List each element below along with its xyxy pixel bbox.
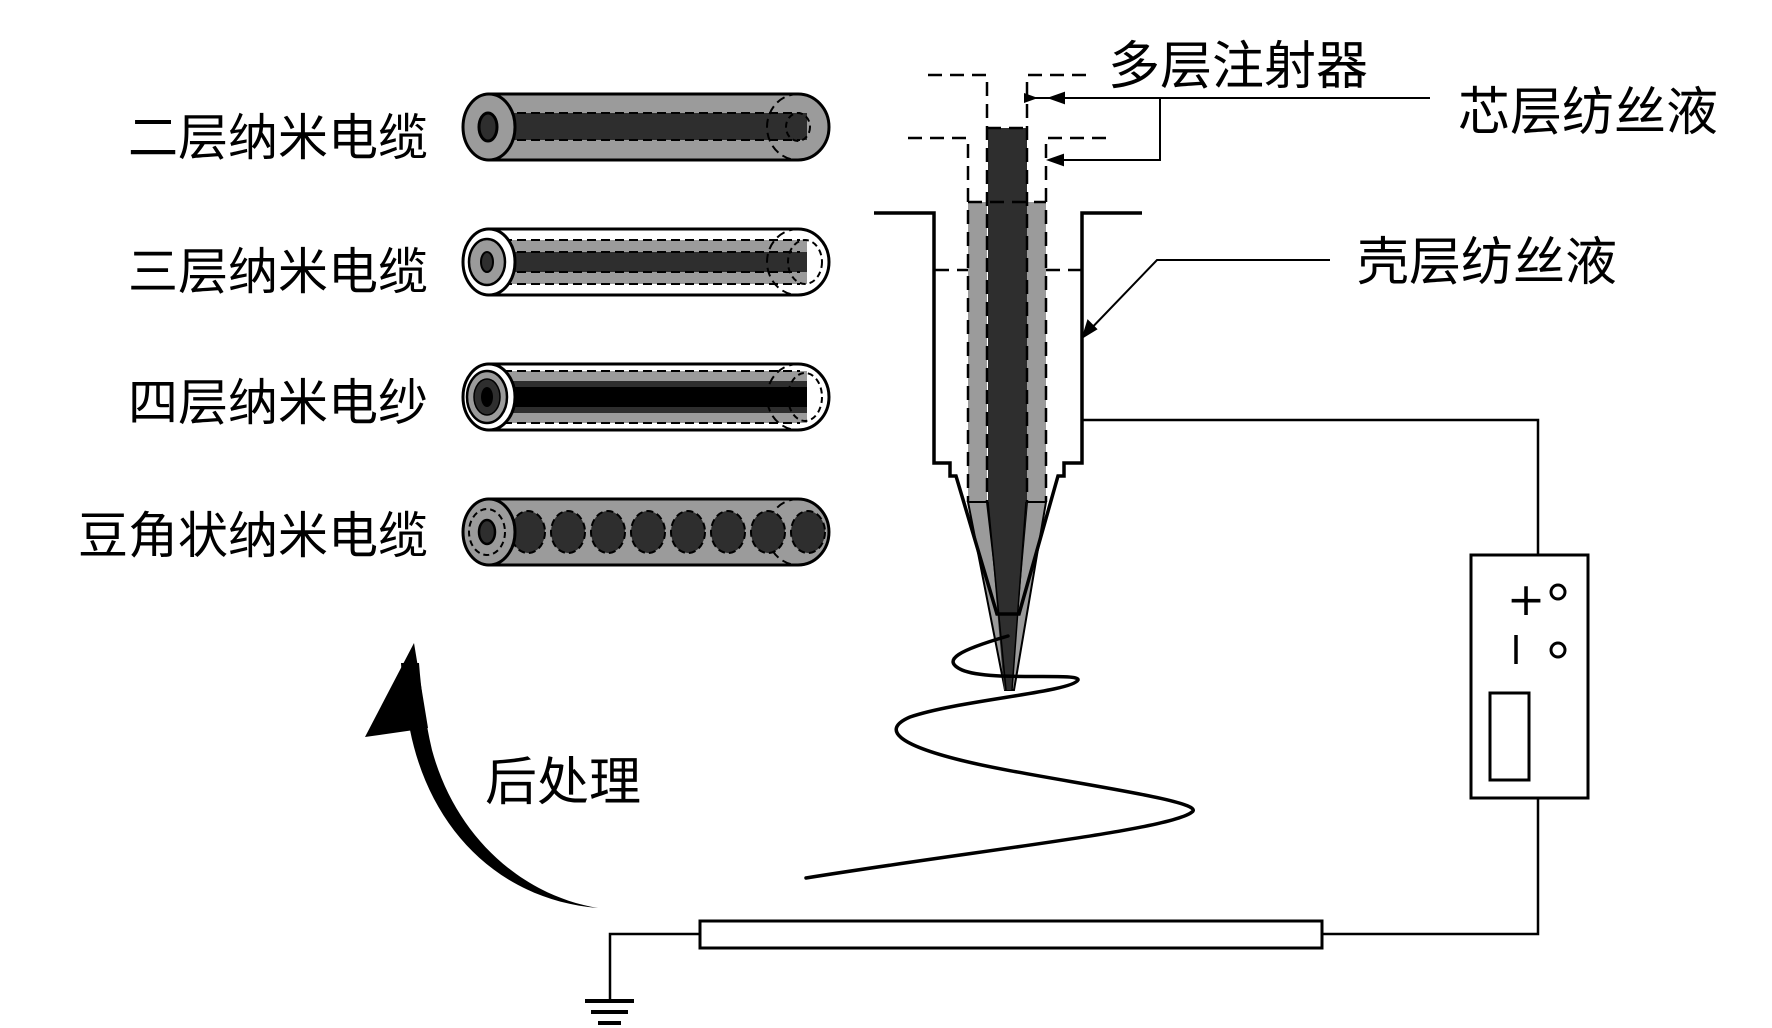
bead — [550, 510, 586, 554]
power-supply: + — [1469, 553, 1590, 800]
cable-bean-pod — [461, 497, 831, 567]
power-display — [1488, 691, 1531, 782]
positive-terminal — [1549, 583, 1567, 601]
electrospun-jet — [804, 634, 1195, 880]
collector-plate — [698, 919, 1324, 950]
cable-three-layer — [461, 227, 831, 297]
post-process-label: 后处理 — [485, 753, 641, 813]
label-three-layer-cable: 三层纳米电缆 — [128, 243, 428, 301]
label-bean-pod-cable: 豆角状纳米电缆 — [78, 507, 428, 565]
label-two-layer-cable: 二层纳米电缆 — [128, 109, 428, 167]
bead — [590, 510, 626, 554]
bead — [710, 510, 746, 554]
wires — [608, 418, 1540, 1000]
callout-syringe: 多层注射器 — [1108, 37, 1368, 97]
cable-two-layer — [461, 92, 831, 162]
callout-core-solution: 芯层纺丝液 — [1458, 83, 1718, 143]
bead — [750, 510, 786, 554]
bead — [790, 510, 826, 554]
negative-terminal — [1549, 641, 1567, 659]
bead — [670, 510, 706, 554]
callout-shell-solution: 壳层纺丝液 — [1357, 233, 1617, 293]
callout-lines — [1024, 91, 1430, 340]
ground-symbol-icon — [585, 999, 634, 1025]
power-plus-label: + — [1507, 572, 1546, 626]
multilayer-syringe — [874, 73, 1142, 691]
product-labels: 二层纳米电缆 三层纳米电缆 四层纳米电纱 豆角状纳米电缆 — [78, 109, 428, 565]
curved-arrow-icon — [365, 643, 598, 908]
bead — [630, 510, 666, 554]
cable-four-layer — [461, 362, 831, 432]
label-four-layer-yarn: 四层纳米电纱 — [128, 374, 428, 432]
